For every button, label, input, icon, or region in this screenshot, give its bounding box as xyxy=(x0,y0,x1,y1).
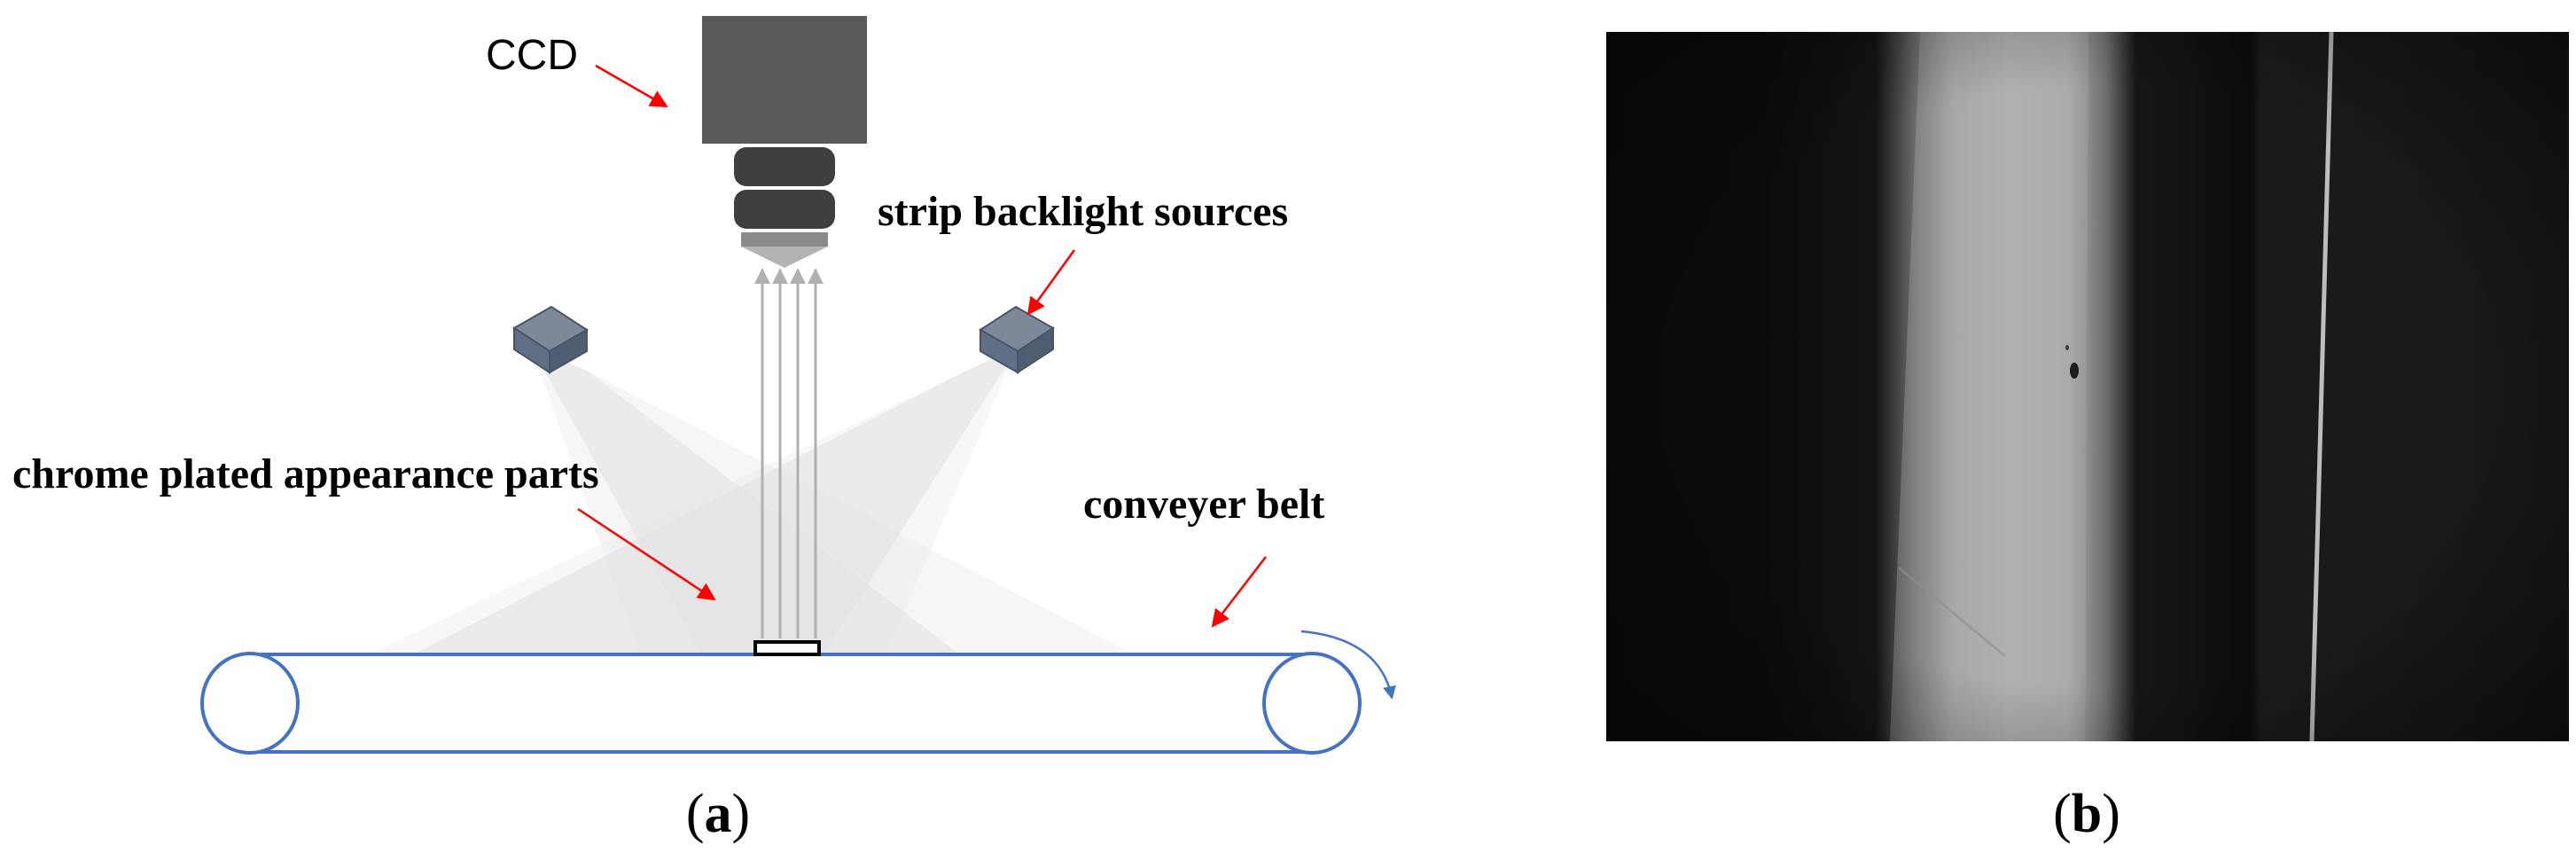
strip-backlight-label: strip backlight sources xyxy=(878,188,1288,235)
backlight-beams xyxy=(372,348,1130,653)
panel-b-caption: (b) xyxy=(2053,784,2120,844)
chrome-part-pointer-arrow xyxy=(577,507,716,601)
right-light-beam xyxy=(417,348,1018,653)
right-strip-light-source xyxy=(979,305,1055,374)
camera-lens-cone xyxy=(741,247,828,268)
panel-a-diagram: CCD strip backlight sources chrome plate… xyxy=(12,16,1396,844)
camera-body xyxy=(702,16,867,144)
imaging-rays xyxy=(754,268,824,638)
chrome-plated-parts-label: chrome plated appearance parts xyxy=(12,450,599,497)
right-light-beam-wide xyxy=(372,348,1018,653)
ccd-camera xyxy=(702,16,867,268)
photo-vignette xyxy=(1606,32,2569,741)
right-roller xyxy=(1262,652,1362,755)
cube-side-face xyxy=(549,328,588,374)
ccd-pointer-arrow xyxy=(595,64,668,108)
ccd-label: CCD xyxy=(486,32,578,79)
conveyer-belt-pointer-arrow xyxy=(1211,556,1267,628)
pointer-arrows xyxy=(577,64,1267,628)
strip-light-pointer-arrow xyxy=(1026,249,1076,316)
camera-lens-ring-2 xyxy=(734,190,835,229)
camera-lens-ring-1 xyxy=(734,147,835,186)
conveyer-belt-label: conveyer belt xyxy=(1083,481,1324,528)
left-strip-light-source xyxy=(512,305,589,374)
panel-b-photo: (b) xyxy=(1606,31,2569,844)
rotation-arrow-icon xyxy=(1300,630,1396,700)
panel-a-caption: (a) xyxy=(686,784,750,844)
camera-lens-tip xyxy=(741,232,828,247)
cube-side-face xyxy=(1017,326,1054,374)
left-roller xyxy=(200,652,300,755)
chrome-plated-part xyxy=(753,640,821,656)
